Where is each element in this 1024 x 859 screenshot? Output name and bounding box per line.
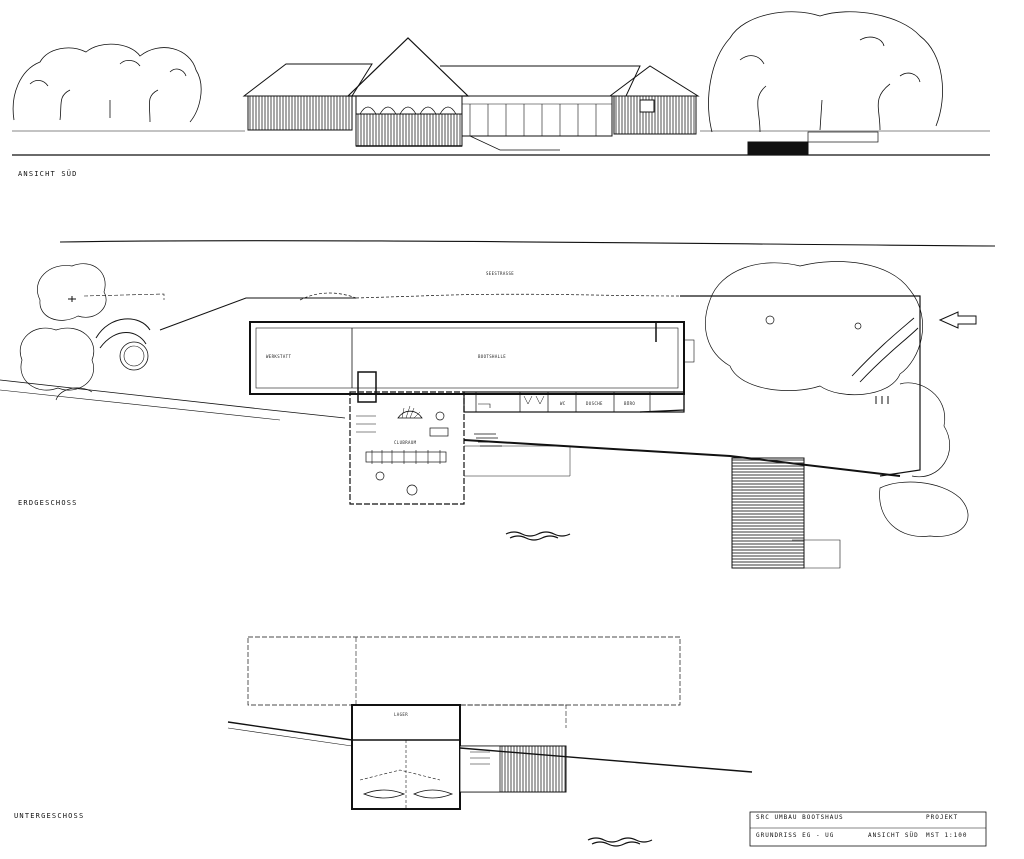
south-elevation <box>12 11 990 156</box>
storage-label: LAGER <box>394 712 409 717</box>
club-room <box>349 391 465 505</box>
sheet-name: GRUNDRISS EG - UG <box>756 832 835 839</box>
water-wave-icon <box>587 837 653 847</box>
workshop-label: WERKSTATT <box>266 354 292 359</box>
tree-canopy-icon <box>12 43 202 123</box>
sheet-scale: MST 1:100 <box>926 832 968 839</box>
elevation-label: ANSICHT SÜD <box>18 170 78 178</box>
ground-floor-label: ERDGESCHOSS <box>18 499 78 507</box>
ground-floor-plan <box>0 240 996 569</box>
project-tag: PROJEKT <box>926 814 959 821</box>
water-wave-icon <box>505 531 571 541</box>
north-arrow-icon <box>938 311 977 329</box>
street-line <box>59 240 996 247</box>
tree-canopy-icon <box>705 261 969 537</box>
boat-hall-label: BOOTSHALLE <box>478 354 507 359</box>
showers-label: DUSCHE <box>586 401 603 406</box>
title-block: SRC UMBAU BOOTSHAUS PROJEKT GRUNDRISS EG… <box>750 810 986 846</box>
basement-label: UNTERGESCHOSS <box>14 812 85 820</box>
club-room-label: CLUBRAUM <box>394 440 417 445</box>
tree-canopy-icon <box>19 263 165 401</box>
basement-plan <box>227 636 987 847</box>
boat-hall <box>249 321 685 395</box>
street-label: SEESTRASSE <box>486 271 515 276</box>
project-name: SRC UMBAU BOOTSHAUS <box>756 814 844 821</box>
boat-icon <box>362 789 454 799</box>
toilet-label: WC <box>560 401 566 406</box>
office-label: BÜRO <box>624 401 636 406</box>
sheet-view: ANSICHT SÜD <box>868 832 919 839</box>
jetty <box>731 457 805 569</box>
tree-canopy-icon <box>708 11 943 133</box>
